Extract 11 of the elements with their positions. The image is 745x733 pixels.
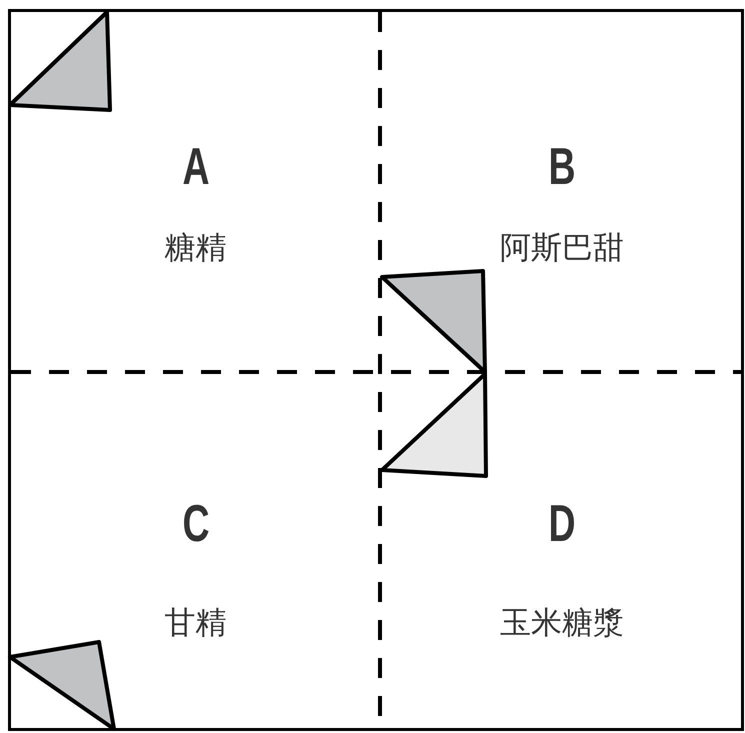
quadrant-label: 阿斯巴甜 [500,229,624,268]
quadrant-letter: A [182,137,210,197]
quadrant-letter: B [548,137,576,197]
quadrant-letter: D [548,494,576,554]
quadrant-label: 玉米糖漿 [500,604,624,643]
quadrant-letter: C [182,494,210,554]
triangle-flap [8,10,112,112]
quadrant-label: 甘精 [164,604,226,643]
triangle-flap [8,640,116,731]
triangle-flap [380,372,488,478]
quadrant-label: 糖精 [164,229,226,268]
